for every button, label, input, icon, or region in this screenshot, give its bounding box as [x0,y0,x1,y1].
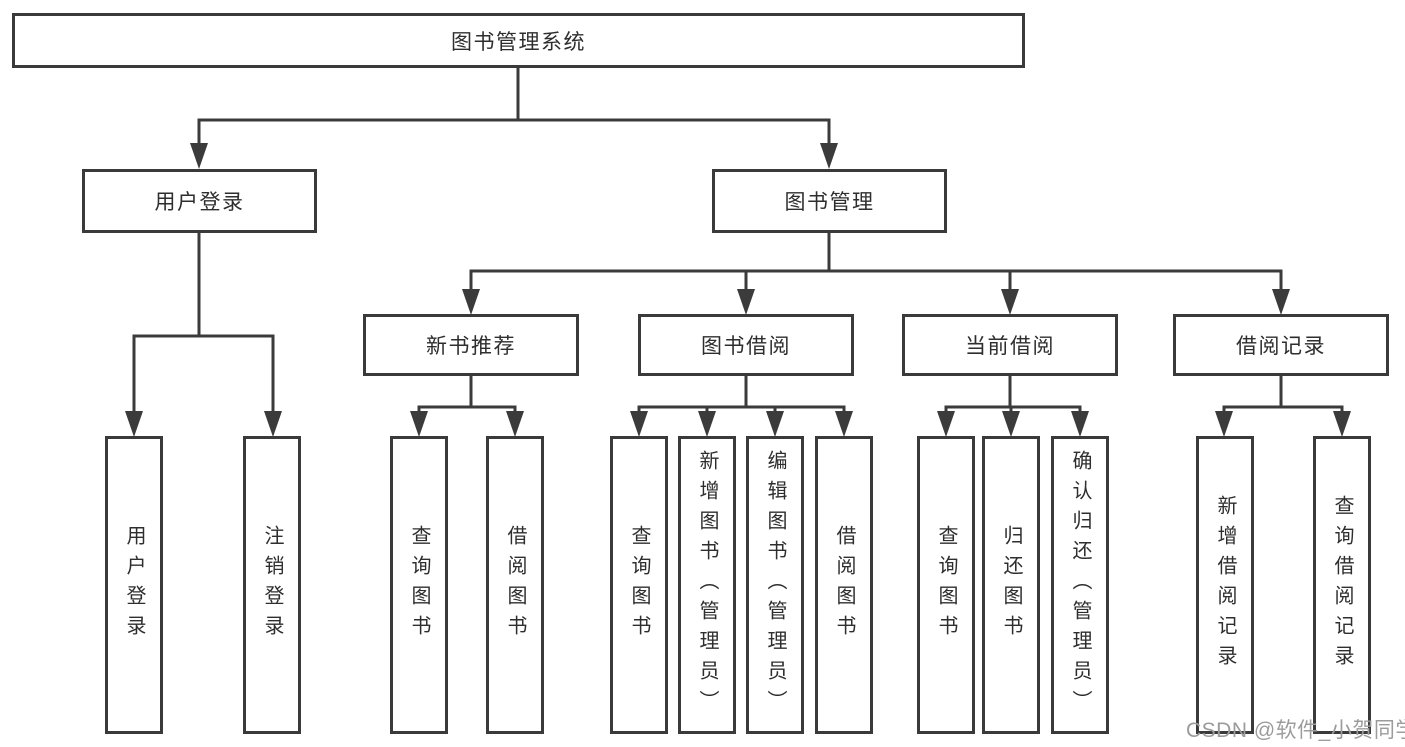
leaf-add-book-admin: 新增图书（管理员） [678,436,736,734]
node-new-book-recommend: 新书推荐 [363,314,579,376]
node-user-login: 用户登录 [82,169,317,233]
node-label: 查询图书 [628,525,650,645]
node-root-system: 图书管理系统 [12,13,1025,68]
node-label: 查询借阅记录 [1331,495,1353,675]
node-label: 查询图书 [935,525,957,645]
node-label: 新书推荐 [426,335,516,358]
leaf-borrow-books: 借阅图书 [815,436,873,734]
node-current-borrow: 当前借阅 [902,314,1118,376]
node-label: 用户登录 [123,525,145,645]
csdn-watermark: CSDN @软件_小贺同学 [1186,719,1405,742]
node-book-management: 图书管理 [712,169,947,233]
node-label: 借阅记录 [1236,335,1326,358]
node-label: 查询图书 [408,525,430,645]
node-label: 图书管理 [784,191,875,214]
leaf-add-borrow-record: 新增借阅记录 [1196,436,1254,734]
node-label: 图书借阅 [701,335,791,358]
node-label: 编辑图书（管理员） [764,450,786,720]
arrowheads [125,143,1351,437]
leaf-logout: 注销登录 [243,436,301,734]
leaf-query-books-current: 查询图书 [917,436,975,734]
leaf-edit-book-admin: 编辑图书（管理员） [746,436,804,734]
node-label: 新增借阅记录 [1214,495,1236,675]
node-borrow-records: 借阅记录 [1173,314,1389,376]
leaf-confirm-return-admin: 确认归还（管理员） [1051,436,1109,734]
leaf-return-book: 归还图书 [982,436,1040,734]
node-label: 当前借阅 [965,335,1055,358]
node-label: 借阅图书 [833,525,855,645]
node-label: 确认归还（管理员） [1069,450,1091,720]
node-book-borrow: 图书借阅 [638,314,854,376]
leaf-borrow-books-recommend: 借阅图书 [486,436,544,734]
node-label: 新增图书（管理员） [696,450,718,720]
node-label: 图书管理系统 [451,30,586,54]
leaf-query-books-recommend: 查询图书 [390,436,448,734]
node-label: 归还图书 [1000,525,1022,645]
leaf-user-login: 用户登录 [105,436,163,734]
leaf-query-books-borrow: 查询图书 [610,436,668,734]
node-label: 注销登录 [261,525,283,645]
node-label: 借阅图书 [504,525,526,645]
node-label: 用户登录 [154,191,245,214]
leaf-query-borrow-record: 查询借阅记录 [1313,436,1371,734]
